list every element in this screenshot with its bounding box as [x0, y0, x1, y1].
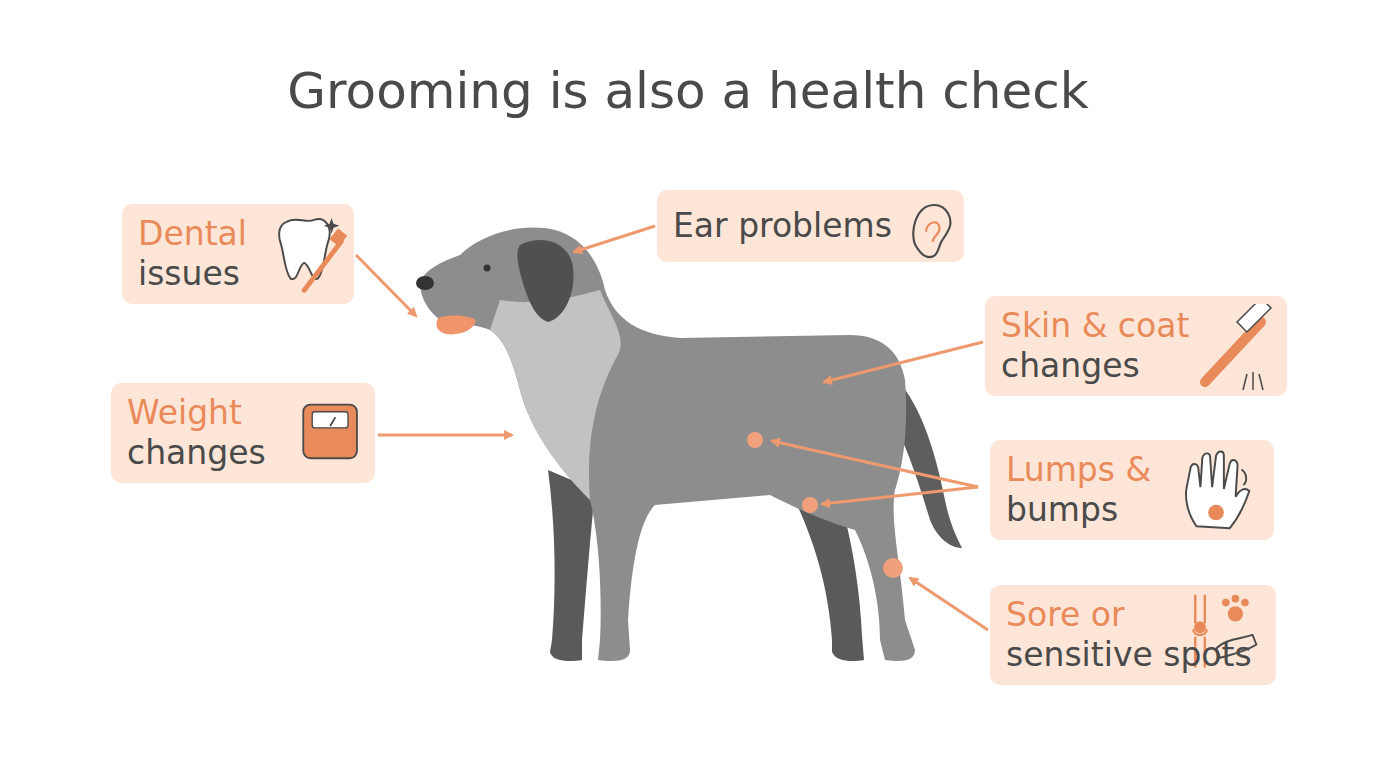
- leader-line: [378, 434, 512, 437]
- leader-line: [574, 226, 655, 252]
- callout-box: Skin & coat changes: [985, 296, 1287, 396]
- callout-label: Weight changes: [127, 393, 307, 472]
- callout-label: Sore or sensitive spots: [1006, 595, 1281, 674]
- leader-line: [356, 255, 416, 316]
- lump-dot: [802, 497, 818, 513]
- sore-dot: [883, 558, 903, 578]
- lump-dot: [747, 432, 763, 448]
- callout-icon: [297, 401, 365, 469]
- callout-icon: [1176, 448, 1260, 536]
- callout-icon: [907, 198, 967, 274]
- callout-box: Ear problems: [657, 190, 964, 262]
- far-front-leg: [548, 470, 595, 661]
- callout-label: Lumps & bumps: [1006, 450, 1186, 529]
- callout-icon: [1197, 304, 1281, 394]
- diagram-title: Grooming is also a health check: [0, 62, 1376, 120]
- callout-icon: [270, 214, 354, 302]
- callout-box: Lumps & bumps: [990, 440, 1274, 540]
- callout-label: Dental issues: [138, 214, 268, 293]
- callout-label: Skin & coat changes: [1001, 306, 1211, 385]
- callout-box: Dental issues: [122, 204, 354, 304]
- leader-line: [824, 342, 983, 382]
- dog-body: [420, 228, 915, 661]
- callout-label: Ear problems: [673, 206, 923, 246]
- dog-ear: [517, 240, 573, 322]
- callout-box: Sore or sensitive spots: [990, 585, 1276, 685]
- dog-chest: [490, 290, 621, 500]
- leader-line: [822, 487, 978, 504]
- leader-line: [910, 578, 988, 630]
- callout-box: Weight changes: [111, 383, 375, 483]
- leader-line: [772, 441, 978, 487]
- dog-tongue: [436, 316, 476, 335]
- dog-nose: [416, 276, 434, 290]
- dog-eye: [484, 265, 491, 272]
